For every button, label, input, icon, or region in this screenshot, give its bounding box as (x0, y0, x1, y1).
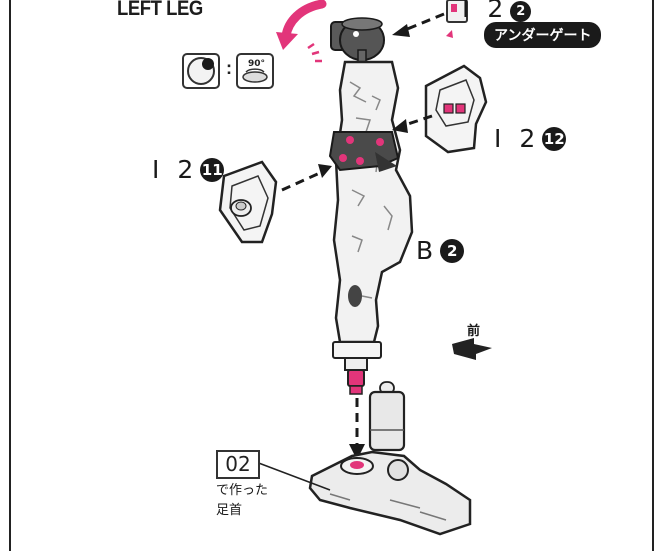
dashed-arrow-right (401, 114, 433, 128)
dashed-arrow-top (399, 12, 445, 34)
part-label-body-prefix: B (416, 236, 439, 265)
part-label-top-prefix: I 2 (462, 0, 509, 23)
reference-note-line2: 足首 (216, 503, 243, 518)
page-title: LEFT LEG (117, 0, 203, 20)
part-label-right-prefix: I 2 (494, 124, 541, 153)
icon-separator-colon: : (226, 58, 232, 78)
rotate-angle-text: 90° (248, 59, 265, 69)
rotate-90-icon: 90° (236, 53, 274, 89)
frame-left-border (9, 0, 11, 551)
top-joint-part (330, 17, 385, 65)
knee-armor-left-part (218, 160, 278, 244)
dot-circle-icon (182, 53, 220, 89)
reference-note: で作った 足首 (216, 481, 296, 521)
leg-body-part (328, 60, 414, 395)
part-label-top-number: 2 (510, 1, 532, 22)
frame-right-border (652, 0, 654, 551)
underside-gate-badge: アンダーゲート (484, 22, 602, 48)
front-direction-label: 前 (467, 324, 481, 339)
dashed-arrow-left (281, 170, 323, 192)
part-label-right-number: 12 (542, 127, 567, 151)
ankle-foot-part (308, 381, 472, 536)
reference-step-box: 02 (216, 450, 260, 479)
rotate-arrow-icon (276, 0, 327, 63)
reference-note-line1: で作った (216, 483, 269, 498)
direction-arrow-icon (452, 338, 492, 360)
part-label-body-number: 2 (440, 239, 465, 263)
small-gate-part (446, 0, 468, 38)
part-label-left-prefix: I 2 (152, 155, 199, 184)
part-label-left-number: 11 (200, 158, 225, 182)
reference-leader-line (255, 461, 331, 491)
knee-armor-right-part (424, 64, 488, 154)
